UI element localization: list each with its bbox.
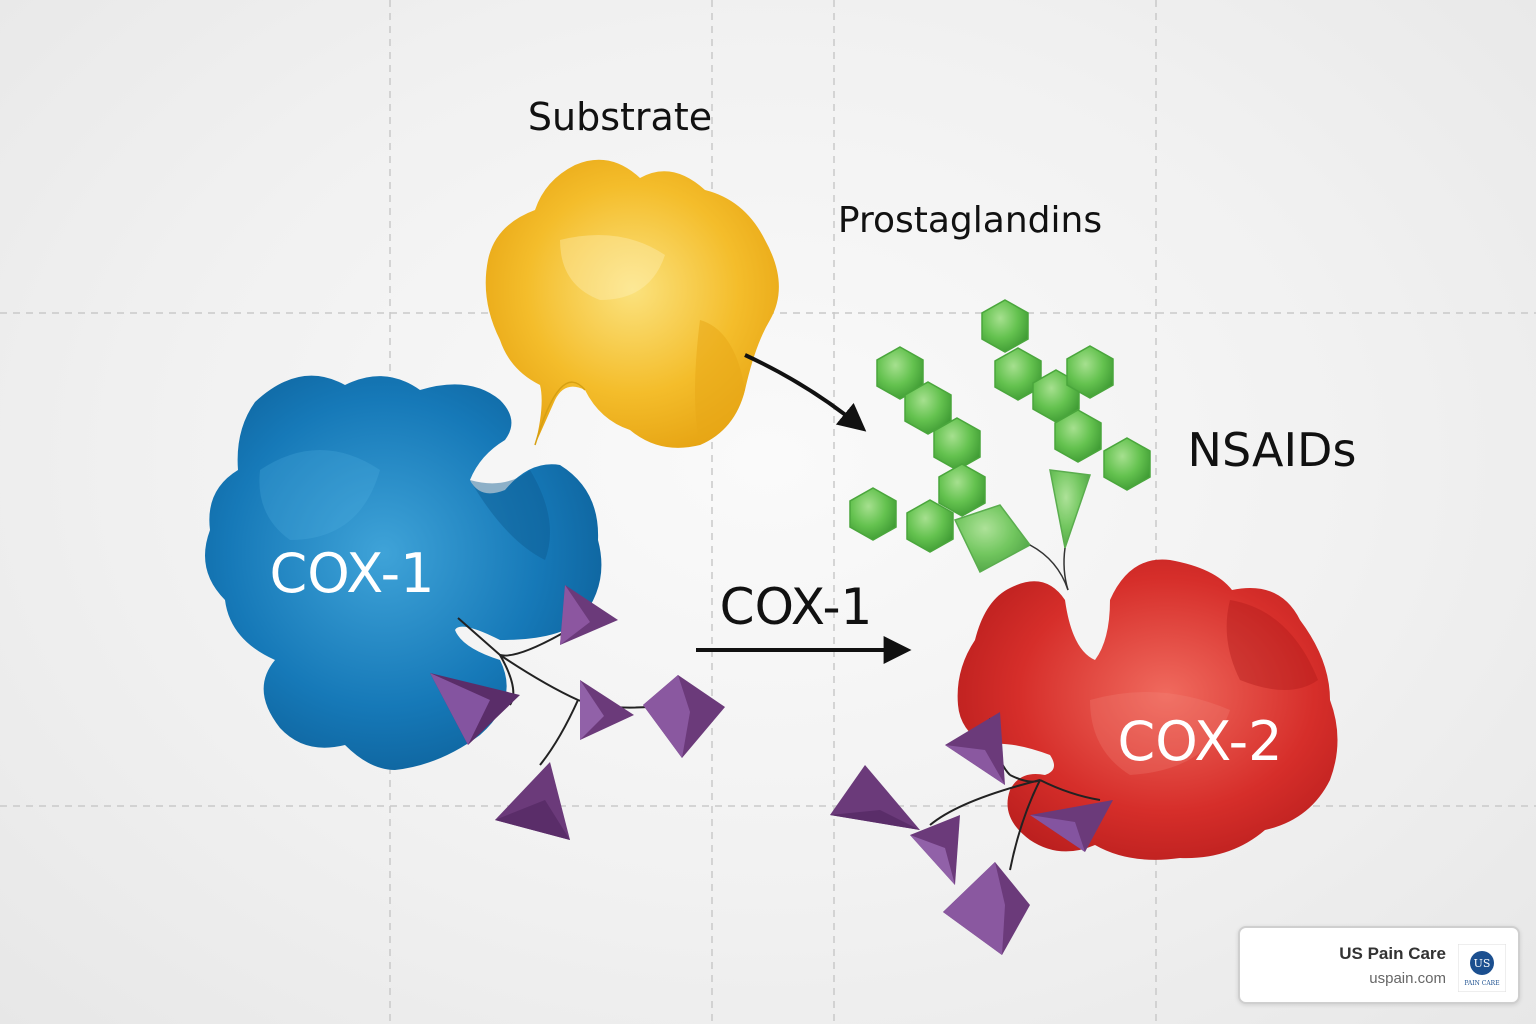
brand-name: US Pain Care [1339,944,1446,963]
nsaid-molecules-cox-1 [430,585,725,840]
substrate-label: Substrate [528,95,712,139]
brand-badge[interactable]: US Pain Care uspain.com US PAIN CARE [1238,926,1520,1004]
prostaglandin-binding-lines [1029,544,1069,591]
nsaids-label: NSAIDs [1188,423,1357,477]
cox-1-enzyme: COX-1 [205,375,602,770]
cox-1-enzyme-label: COX-1 [270,542,435,605]
cox-2-enzyme: COX-2 [957,559,1338,860]
cox-1-arrow-label: COX-1 [720,578,873,636]
brand-url[interactable]: uspain.com [1369,970,1446,987]
cox-2-enzyme-label: COX-2 [1118,710,1283,773]
nsaid-molecules-cox-2 [830,712,1113,955]
logo-mark-text: US [1474,957,1491,970]
us-pain-care-logo-icon: US PAIN CARE [1458,944,1506,992]
substrate-molecule [485,159,779,448]
substrate-to-prostaglandins-arrow [744,353,867,432]
logo-caption-text: PAIN CARE [1464,980,1499,987]
prostaglandin-molecules [849,299,1151,574]
prostaglandins-label: Prostaglandins [838,200,1102,241]
